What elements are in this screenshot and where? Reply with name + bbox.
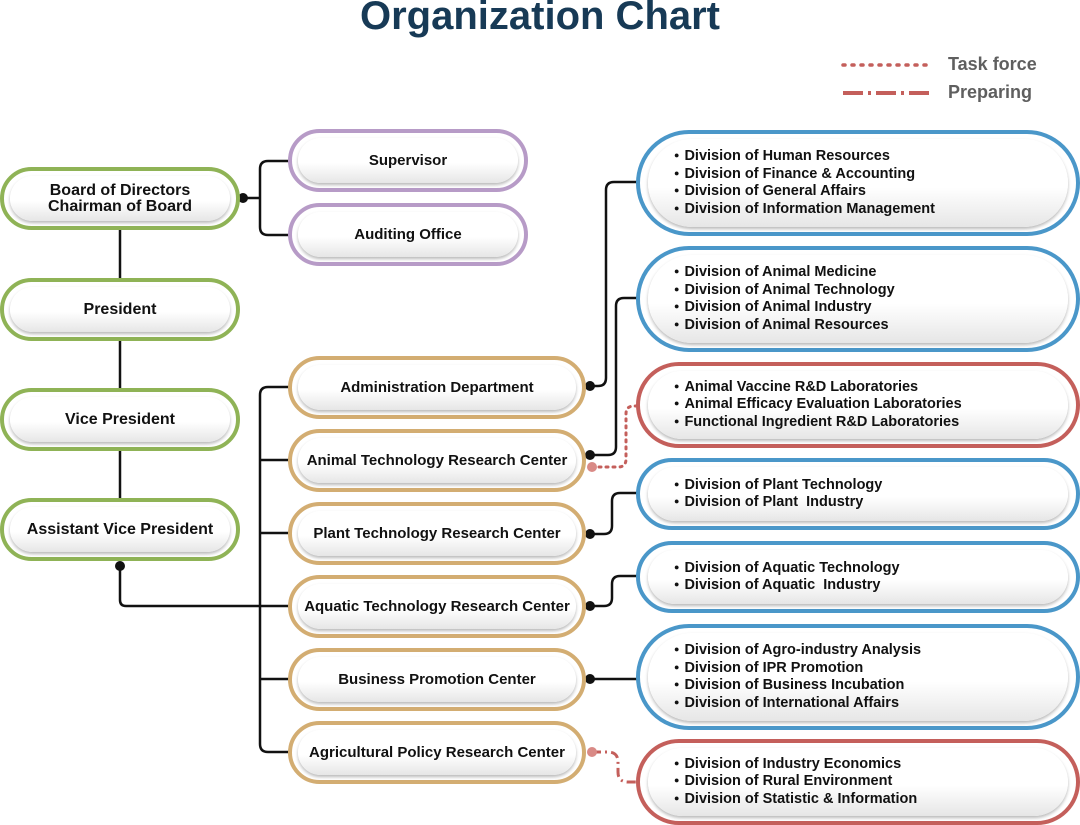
assistant-vice-president-node: Assistant Vice President bbox=[0, 498, 240, 561]
center-label: Animal Technology Research Center bbox=[298, 438, 576, 483]
vice-president-label: Vice President bbox=[10, 397, 230, 442]
legend-preparing-label: Preparing bbox=[948, 82, 1033, 102]
center-node: Agricultural Policy Research Center bbox=[288, 721, 586, 784]
task-force-list: Animal Vaccine R&D Laboratories Animal E… bbox=[648, 371, 1068, 439]
division-item: Division of Plant Industry bbox=[674, 494, 1068, 512]
board-of-directors-node: Board of Directors Chairman of Board bbox=[0, 167, 240, 230]
preparing-group-policy: Division of Industry Economics Division … bbox=[636, 739, 1080, 825]
division-item: Division of Human Resources bbox=[674, 148, 1068, 166]
preparing-item: Division of Rural Environment bbox=[674, 773, 1068, 791]
division-group-administration: Division of Human Resources Division of … bbox=[636, 130, 1080, 236]
center-node: Business Promotion Center bbox=[288, 648, 586, 711]
center-label: Plant Technology Research Center bbox=[298, 511, 576, 556]
center-label: Agricultural Policy Research Center bbox=[298, 730, 576, 775]
division-list: Division of Plant Technology Division of… bbox=[648, 467, 1068, 521]
division-item: Division of Agro-industry Analysis bbox=[674, 642, 1068, 660]
division-group-business: Division of Agro-industry Analysis Divis… bbox=[636, 624, 1080, 730]
division-item: Division of Animal Medicine bbox=[674, 264, 1068, 282]
division-item: Division of Business Incubation bbox=[674, 677, 1068, 695]
president-node: President bbox=[0, 278, 240, 341]
center-label: Administration Department bbox=[298, 365, 576, 410]
president-label: President bbox=[10, 287, 230, 332]
auditing-office-label: Auditing Office bbox=[298, 212, 518, 257]
division-item: Division of Animal Resources bbox=[674, 317, 1068, 335]
division-list: Division of Agro-industry Analysis Divis… bbox=[648, 633, 1068, 721]
center-node: Administration Department bbox=[288, 356, 586, 419]
division-list: Division of Human Resources Division of … bbox=[648, 139, 1068, 227]
division-item: Division of Finance & Accounting bbox=[674, 166, 1068, 184]
task-force-item: Functional Ingredient R&D Laboratories bbox=[674, 414, 1068, 432]
page-title: Organization Chart bbox=[359, 0, 721, 38]
supervisor-node: Supervisor bbox=[288, 129, 528, 192]
center-node: Aquatic Technology Research Center bbox=[288, 575, 586, 638]
preparing-item: Division of Statistic & Information bbox=[674, 791, 1068, 809]
board-of-directors-label: Board of Directors Chairman of Board bbox=[10, 176, 230, 221]
task-force-item: Animal Efficacy Evaluation Laboratories bbox=[674, 396, 1068, 414]
legend-task-force-label: Task force bbox=[948, 54, 1037, 74]
supervisor-label: Supervisor bbox=[298, 138, 518, 183]
center-label: Business Promotion Center bbox=[298, 657, 576, 702]
preparing-list: Division of Industry Economics Division … bbox=[648, 748, 1068, 816]
division-item: Division of Plant Technology bbox=[674, 477, 1068, 495]
division-group-plant: Division of Plant Technology Division of… bbox=[636, 458, 1080, 530]
division-group-aquatic: Division of Aquatic Technology Division … bbox=[636, 541, 1080, 613]
center-label: Aquatic Technology Research Center bbox=[298, 584, 576, 629]
division-item: Division of General Affairs bbox=[674, 183, 1068, 201]
division-list: Division of Aquatic Technology Division … bbox=[648, 550, 1068, 604]
task-force-group-animal: Animal Vaccine R&D Laboratories Animal E… bbox=[636, 362, 1080, 448]
division-item: Division of Animal Industry bbox=[674, 299, 1068, 317]
division-item: Division of Aquatic Industry bbox=[674, 577, 1068, 595]
division-group-animal: Division of Animal Medicine Division of … bbox=[636, 246, 1080, 352]
division-item: Division of Information Management bbox=[674, 201, 1068, 219]
division-item: Division of International Affairs bbox=[674, 695, 1068, 713]
preparing-item: Division of Industry Economics bbox=[674, 756, 1068, 774]
assistant-vice-president-label: Assistant Vice President bbox=[10, 507, 230, 552]
center-node: Animal Technology Research Center bbox=[288, 429, 586, 492]
vice-president-node: Vice President bbox=[0, 388, 240, 451]
division-item: Division of Animal Technology bbox=[674, 282, 1068, 300]
auditing-office-node: Auditing Office bbox=[288, 203, 528, 266]
task-force-item: Animal Vaccine R&D Laboratories bbox=[674, 379, 1068, 397]
division-list: Division of Animal Medicine Division of … bbox=[648, 255, 1068, 343]
division-item: Division of Aquatic Technology bbox=[674, 560, 1068, 578]
division-item: Division of IPR Promotion bbox=[674, 660, 1068, 678]
center-node: Plant Technology Research Center bbox=[288, 502, 586, 565]
